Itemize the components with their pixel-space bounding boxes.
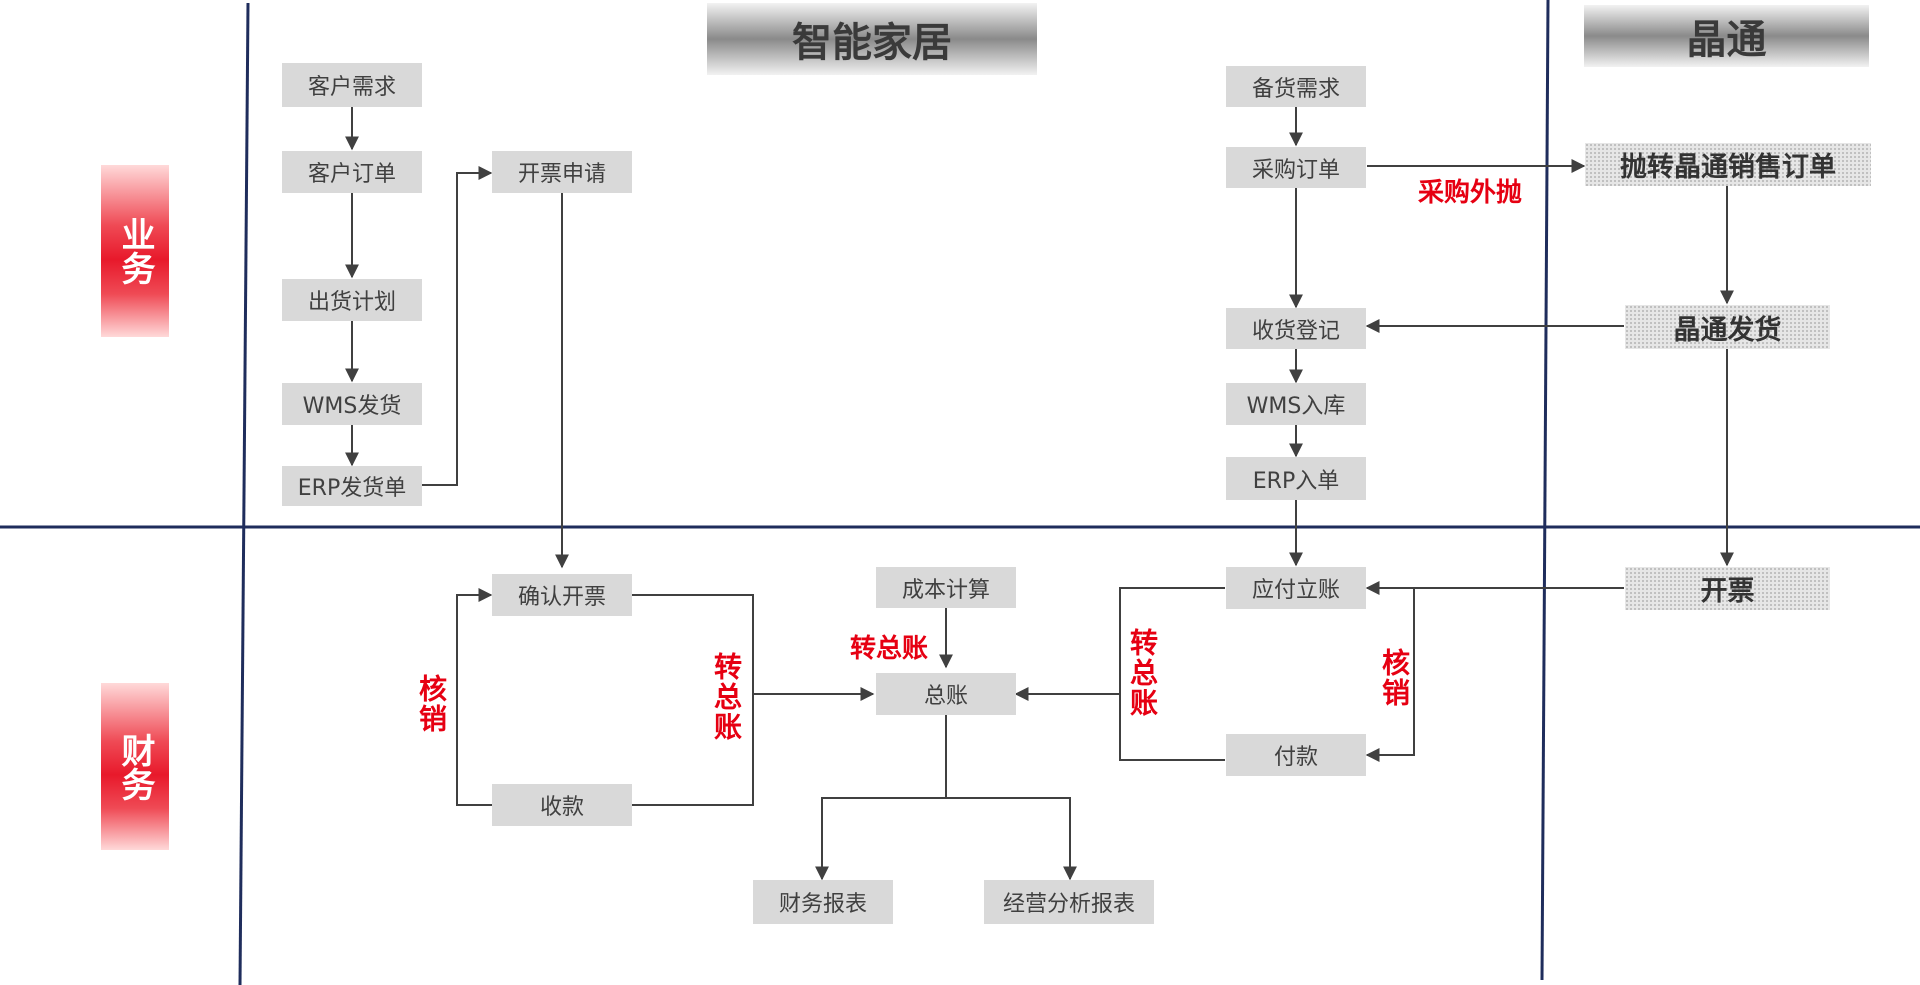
node-receipt: 收款 xyxy=(492,784,632,826)
node-payment: 付款 xyxy=(1226,734,1366,776)
node-purchase-order: 采购订单 xyxy=(1226,147,1366,188)
node-operation-report: 经营分析报表 xyxy=(984,880,1154,924)
side-label-finance: 财务 xyxy=(101,683,169,850)
node-jt-invoice: 开票 xyxy=(1625,567,1830,610)
arrow-gl-to-reports xyxy=(821,715,1071,879)
node-cost-calc: 成本计算 xyxy=(876,567,1016,608)
node-financial-report: 财务报表 xyxy=(753,880,893,924)
arrow-receipt-to-confirm xyxy=(456,588,493,806)
node-jt-delivery: 晶通发货 xyxy=(1625,305,1830,349)
line-payment-to-left xyxy=(1119,587,1225,761)
node-goods-receipt: 收货登记 xyxy=(1226,308,1366,349)
node-shipping-plan: 出货计划 xyxy=(282,279,422,321)
label-purchase-outsource: 采购外抛 xyxy=(1418,178,1523,208)
line-confirm-to-gl xyxy=(632,594,754,806)
divider-vertical-left xyxy=(238,2,250,985)
node-wms-inbound: WMS入库 xyxy=(1226,383,1366,425)
node-erp-shipping-doc: ERP发货单 xyxy=(282,466,422,506)
node-confirm-invoice: 确认开票 xyxy=(492,574,632,616)
node-general-ledger: 总账 xyxy=(876,673,1016,715)
node-customer-demand: 客户需求 xyxy=(282,63,422,107)
arrow-erp-to-invoice-request xyxy=(422,166,493,486)
label-writeoff-left: 核销 xyxy=(415,674,448,734)
node-jt-sales-order: 抛转晶通销售订单 xyxy=(1585,143,1871,186)
divider-vertical-right xyxy=(1540,0,1550,981)
side-label-business: 业务 xyxy=(101,165,169,337)
node-invoice-request: 开票申请 xyxy=(492,151,632,193)
header-smart-home: 智能家居 xyxy=(707,3,1037,75)
node-payable: 应付立账 xyxy=(1226,567,1366,609)
label-to-gl-top: 转总账 xyxy=(850,634,929,664)
node-erp-inbound: ERP入单 xyxy=(1226,457,1366,500)
label-to-gl-right: 转总账 xyxy=(1126,628,1159,718)
label-to-gl-left: 转总账 xyxy=(710,652,743,742)
node-customer-order: 客户订单 xyxy=(282,151,422,193)
node-wms-shipping: WMS发货 xyxy=(282,383,422,425)
node-stock-demand: 备货需求 xyxy=(1226,66,1366,107)
label-writeoff-right: 核销 xyxy=(1378,648,1411,708)
header-jingtong: 晶通 xyxy=(1584,5,1869,67)
arrow-payable-to-payment xyxy=(1365,588,1415,762)
